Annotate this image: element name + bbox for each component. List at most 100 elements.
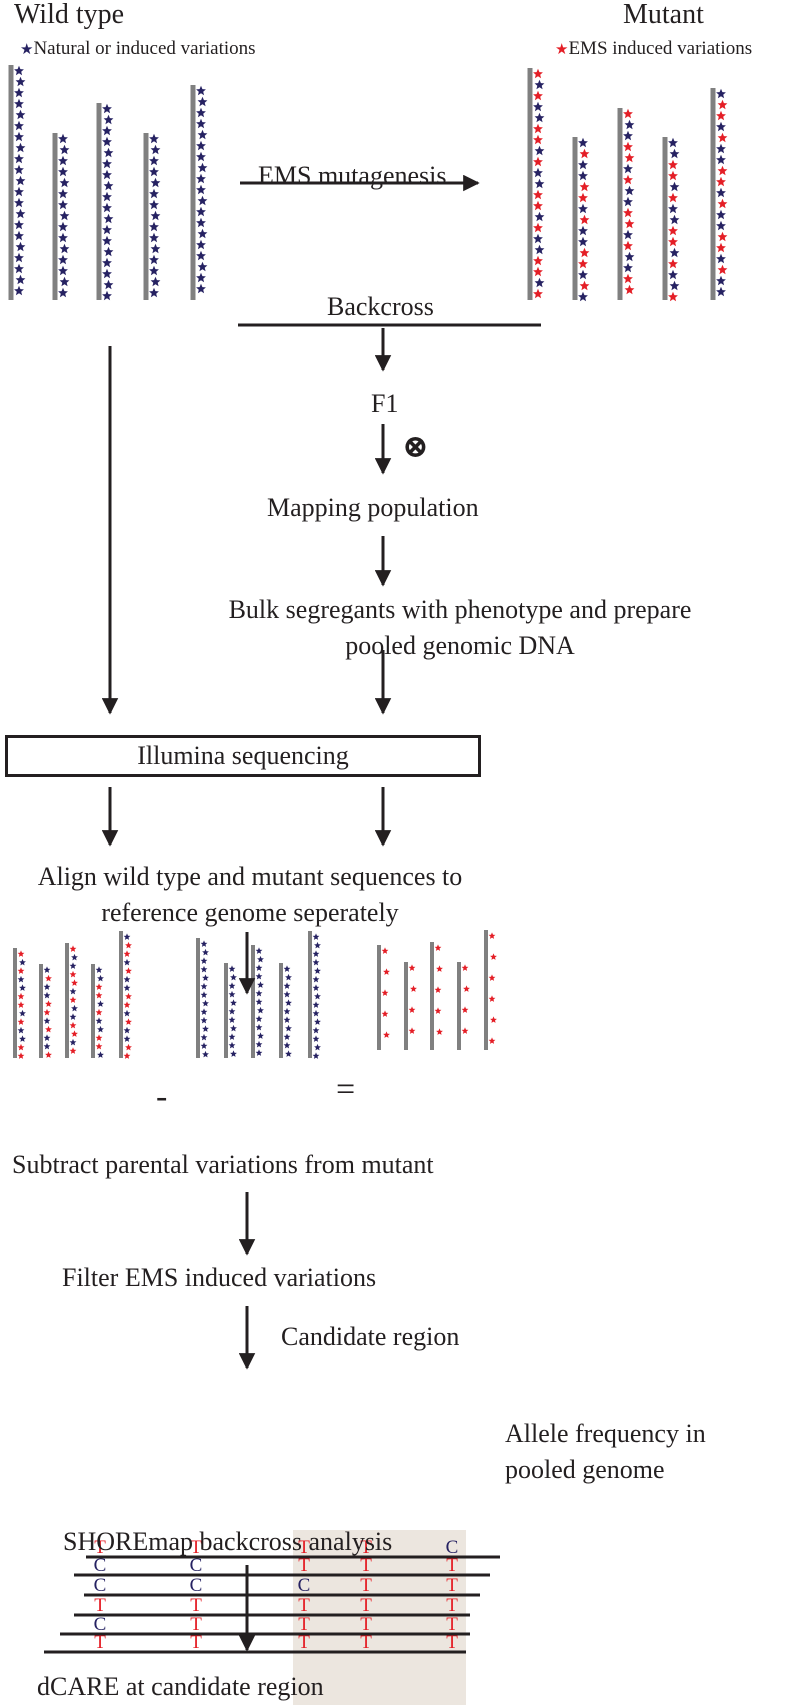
natural-variation-star (202, 999, 209, 1007)
natural-variation-star (534, 79, 545, 90)
natural-variation-star (58, 133, 68, 144)
natural-variation-star (534, 277, 545, 288)
natural-variation-star (14, 197, 24, 208)
natural-variation-star (533, 101, 543, 112)
natural-variation-star (123, 1035, 131, 1042)
ems-variation-star (717, 264, 728, 275)
allele-c: C (190, 1575, 203, 1596)
bulk-line-1: Bulk segregants with phenotype and prepa… (228, 595, 692, 624)
ems-variation-star (408, 1027, 416, 1034)
natural-variation-star (533, 167, 543, 178)
natural-variation-star (15, 241, 26, 252)
natural-variation-star (716, 121, 726, 132)
ems-variation-star (668, 236, 678, 247)
natural-variation-star (669, 148, 680, 159)
natural-variation-star (14, 252, 24, 263)
natural-variation-star (255, 1040, 263, 1048)
natural-variation-star (15, 142, 26, 153)
natural-variation-star (283, 1016, 291, 1023)
natural-variation-star (312, 958, 320, 966)
ems-variation-star (716, 176, 726, 187)
natural-variation-star (312, 1052, 320, 1059)
ems-variation-star (95, 991, 103, 999)
candidate-region-shade (293, 1530, 466, 1705)
natural-variation-star (200, 982, 208, 990)
ems-variation-star (434, 986, 442, 993)
ems-variation-star (624, 152, 635, 163)
natural-variation-star (15, 109, 26, 120)
ems-variation-star (668, 291, 678, 302)
ems-variation-star (717, 132, 728, 143)
allele-t: T (94, 1537, 106, 1558)
natural-variation-star (196, 107, 206, 118)
allele-t: T (298, 1537, 310, 1558)
natural-variation-star (716, 154, 726, 165)
ems-variation-star (533, 255, 543, 266)
natural-variation-star (196, 283, 206, 294)
natural-variation-star (283, 982, 291, 989)
natural-variation-star (14, 87, 24, 98)
natural-variation-star (197, 129, 208, 140)
chromosome-groups (8, 65, 728, 1059)
natural-variation-star (534, 244, 545, 255)
natural-variation-star (200, 991, 208, 998)
ems-variation-star (623, 108, 633, 119)
natural-variation-star (283, 965, 291, 972)
allele-frequency-label: Allele frequency in pooled genome (505, 1419, 706, 1485)
natural-variation-star (14, 285, 24, 296)
ems-variation-star (383, 968, 390, 975)
ems-variation-star (461, 964, 469, 971)
ems-variation-star (17, 1043, 25, 1051)
natural-variation-star (534, 112, 545, 123)
allele-t: T (446, 1614, 458, 1635)
natural-variation-star (668, 269, 678, 280)
aligned-mutant-chromosomes (13, 931, 132, 1059)
ems-variation-star (95, 983, 103, 990)
ems-variation-star (69, 996, 77, 1003)
ems-variation-star (436, 1028, 443, 1035)
allele-t: T (298, 1632, 310, 1653)
natural-variation-star (14, 186, 24, 197)
natural-variation-star (202, 1025, 209, 1032)
ems-variation-star (17, 1052, 25, 1059)
natural-variation-star (43, 1042, 51, 1050)
wild-type-legend-label: Natural or induced variations (33, 38, 256, 59)
ems-variation-star (716, 110, 726, 121)
natural-variation-star (43, 1017, 51, 1024)
natural-variation-star (312, 1001, 320, 1008)
ems-variation-star (490, 1016, 497, 1023)
natural-variation-star (716, 209, 726, 220)
allele-t: T (190, 1595, 202, 1616)
natural-variation-star (228, 982, 236, 989)
ems-variation-star (717, 99, 728, 110)
natural-variation-star (623, 196, 633, 207)
ems-variation-star (123, 1001, 131, 1008)
natural-variation-star (103, 147, 114, 158)
allele-t: T (190, 1632, 202, 1653)
natural-variation-star (578, 269, 588, 280)
allele-t: T (298, 1614, 310, 1635)
natural-variation-star (578, 170, 588, 181)
natural-variation-star (716, 275, 726, 286)
dcare-label: dCARE at candidate region (37, 1672, 324, 1701)
natural-variation-star (19, 958, 26, 966)
natural-variation-star (123, 933, 131, 940)
natural-variation-star (197, 261, 208, 272)
ems-variation-star (578, 258, 588, 269)
natural-variation-star (255, 998, 263, 1005)
ems-variation-star (533, 266, 543, 277)
natural-variation-star (228, 1033, 236, 1040)
natural-variation-star (285, 1050, 292, 1057)
allele-c: C (190, 1555, 203, 1576)
ems-variation-star (578, 192, 588, 203)
natural-variation-star (716, 286, 726, 297)
natural-variation-star (97, 1025, 104, 1033)
ems-variation-star (533, 189, 543, 200)
illumina-sequencing-label: Illumina sequencing (137, 741, 349, 770)
natural-variation-star (624, 119, 635, 130)
natural-variation-star (283, 1007, 291, 1015)
natural-variation-star (230, 1050, 237, 1057)
ems-variation-star (125, 941, 132, 949)
ems-variation-star (17, 967, 25, 974)
